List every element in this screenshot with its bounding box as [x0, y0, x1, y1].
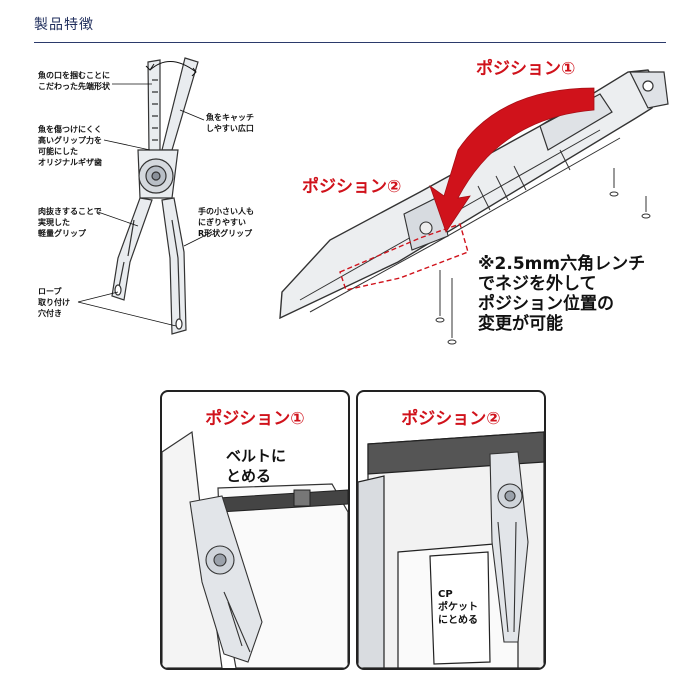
- callout-r-grip: 手の小さい人も にぎりやすい R形状グリップ: [198, 207, 254, 238]
- callout-tip-shape: 魚の口を掴むことに こだわった先端形状: [38, 71, 110, 91]
- belt-illustration: [162, 430, 348, 668]
- position2-label: ポジション②: [302, 177, 402, 197]
- position1-label: ポジション①: [476, 59, 576, 79]
- panel-position1-title: ポジション①: [205, 409, 305, 429]
- callout-original-teeth: 魚を傷つけにくく 高いグリップ力を 可能にした オリジナルギザ歯: [38, 125, 102, 167]
- belt-speech: ベルトに とめる: [226, 447, 287, 485]
- page-title: 製品特徴: [34, 17, 94, 33]
- panel-position2-title: ポジション②: [401, 409, 501, 429]
- panel-position1: ポジション① ベルトに とめる: [160, 390, 350, 670]
- page-header: 製品特徴: [0, 0, 700, 46]
- cp-pocket-label: CP ポケット にとめる: [438, 589, 478, 626]
- tackle-box-illustration: [358, 431, 544, 668]
- panel-position2: ポジション② CP ポケット にとめる: [356, 390, 546, 670]
- callout-wide-mouth: 魚をキャッチ しやすい広口: [206, 113, 254, 133]
- callout-light-grip: 肉抜きすることで 実現した 軽量グリップ: [38, 207, 102, 238]
- hex-wrench-note: ※2.5mm六角レンチ でネジを外して ポジション位置の 変更が可能: [478, 254, 646, 334]
- header-divider: [34, 42, 666, 43]
- callout-rope-hole: ロープ 取り付け 穴付き: [38, 287, 70, 318]
